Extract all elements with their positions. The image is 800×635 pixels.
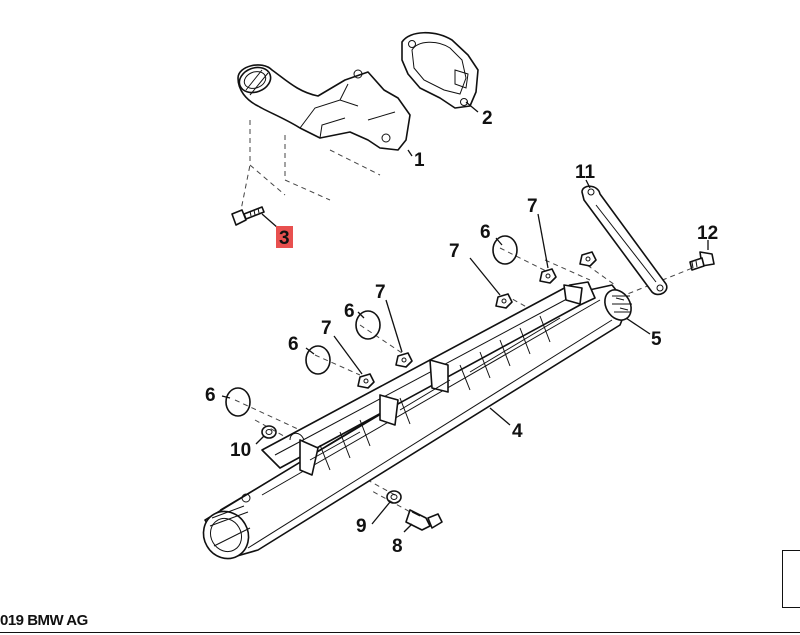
callout-12: 12 [697, 223, 718, 244]
callout-3-highlight [276, 226, 293, 248]
part-10-washer [261, 425, 277, 439]
part-5-nozzle-seal [615, 297, 629, 311]
callout-7-top: 7 [449, 241, 460, 262]
part-11-bracket [581, 185, 668, 296]
callout-10: 10 [230, 440, 251, 461]
part-3-bolt [231, 206, 265, 226]
copyright-text: 019 BMW AG [0, 612, 88, 629]
part-4-manifold-rail [202, 281, 632, 560]
footer-rule [0, 632, 800, 633]
part-12-bolt [689, 251, 715, 271]
leader-lines [221, 101, 709, 533]
callout-9: 9 [356, 516, 367, 537]
callout-6-upper: 6 [480, 222, 491, 243]
callout-7-mid: 7 [375, 282, 386, 303]
part-1-elbow-housing [237, 64, 411, 151]
callout-1: 1 [414, 150, 425, 171]
callout-6-lower: 6 [288, 334, 299, 355]
part-8-bolt [405, 509, 443, 531]
callout-6-left: 6 [205, 385, 216, 406]
callout-7-top-right: 7 [527, 196, 538, 217]
callout-3: 3 [279, 228, 290, 249]
page-corner-icon [782, 550, 800, 608]
part-7-nuts [357, 251, 597, 389]
callout-8: 8 [392, 536, 403, 557]
part-9-washer [386, 490, 402, 504]
callout-labels: 1 2 3 4 5 6 6 6 6 7 7 7 7 8 9 10 11 12 [205, 108, 718, 557]
callout-11: 11 [575, 162, 596, 183]
part-6-o-rings [225, 235, 518, 417]
callout-6-mid: 6 [344, 301, 355, 322]
part-2-gasket [401, 31, 479, 109]
callout-2: 2 [482, 108, 493, 129]
callout-4: 4 [512, 421, 523, 442]
callout-5: 5 [651, 329, 662, 350]
callout-7-lower: 7 [321, 318, 332, 339]
